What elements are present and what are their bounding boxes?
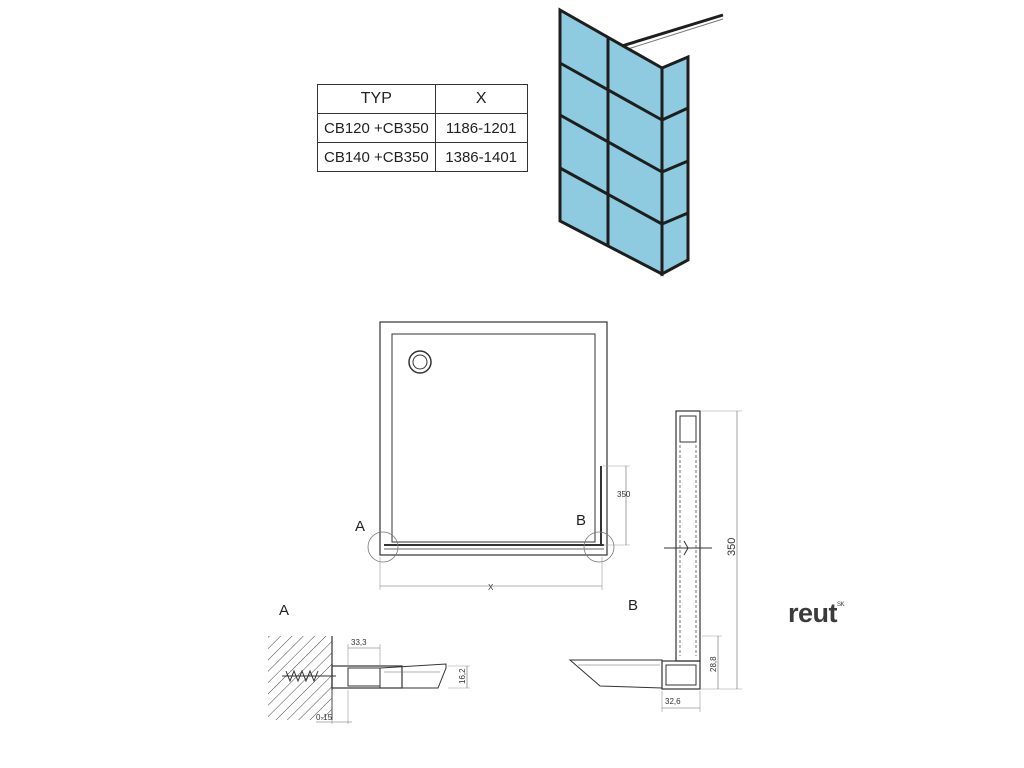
brand-logo: reutSK	[788, 598, 845, 629]
detail-b-dim-profile-width: 32,6	[665, 697, 681, 706]
drain-icon	[408, 350, 432, 374]
detail-a-marker	[367, 531, 399, 563]
glass-section-b	[568, 659, 663, 689]
brand-name: reut	[788, 598, 838, 628]
column-header-x: X	[434, 84, 528, 114]
table-row: CB140 +CB350 1386-1401	[317, 142, 528, 172]
plan-dim-x: X	[488, 583, 494, 592]
detail-a-dim-adjust: 0-15	[316, 713, 333, 722]
tray-inner	[391, 333, 596, 543]
detail-a-dim-height: 16,2	[458, 668, 467, 684]
detail-b-marker	[583, 531, 615, 563]
spec-table: TYP X CB120 +CB350 1186-1201 CB140 +CB35…	[317, 84, 528, 172]
column-header-typ: TYP	[317, 84, 436, 114]
cell-x: 1386-1401	[434, 142, 528, 172]
main-glass-panel	[558, 7, 664, 277]
wall-profile	[331, 665, 403, 689]
detail-b-dim-profile-height: 28,8	[709, 656, 718, 672]
detail-b-dim-height: 350	[726, 538, 738, 556]
plan-label-b: B	[576, 512, 586, 529]
detail-b-title: B	[628, 597, 638, 614]
cell-typ: CB140 +CB350	[317, 142, 436, 172]
detail-a: A 33,3 16,2 0-15	[268, 602, 470, 724]
table-header-row: TYP X	[317, 84, 528, 114]
plan-dim-350: 350	[617, 490, 631, 499]
wall-hatch	[268, 636, 332, 720]
plan-view: A B X 350	[355, 321, 631, 592]
tray-outline	[379, 321, 608, 556]
shower-screen-render	[558, 7, 724, 277]
brand-suffix: SK	[837, 602, 845, 608]
detail-a-dim-width: 33,3	[351, 638, 367, 647]
glass-section	[379, 663, 447, 689]
detail-b: B 350 28,8 32,6	[568, 410, 742, 712]
detail-a-title: A	[279, 602, 289, 619]
plan-label-a: A	[355, 518, 365, 535]
side-glass-panel	[660, 54, 690, 277]
